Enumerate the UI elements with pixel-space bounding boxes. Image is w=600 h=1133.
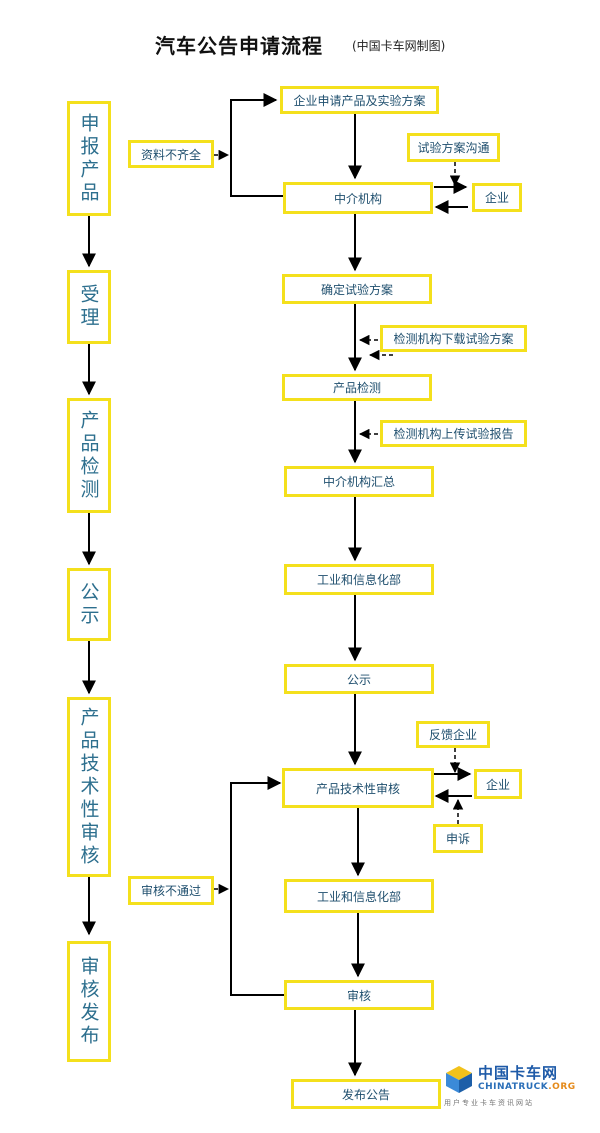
- stage-apply: 申报产品: [67, 101, 111, 216]
- step-miit-2: 工业和信息化部: [284, 879, 434, 913]
- step-enterprise-apply: 企业申请产品及实验方案: [280, 86, 439, 114]
- loop-line-top: [230, 93, 283, 197]
- logo-tagline: 用户专业卡车资讯网站: [444, 1099, 534, 1107]
- step-agency: 中介机构: [283, 182, 433, 214]
- logo-domain-main: CHINATRUCK: [478, 1082, 549, 1092]
- logo-domain: CHINATRUCK.ORG: [478, 1082, 576, 1092]
- stage-publicity: 公示: [67, 568, 111, 641]
- step-miit-1: 工业和信息化部: [284, 564, 434, 595]
- stage-technical-review: 产品技术性审核: [67, 697, 111, 877]
- note-appeal: 申诉: [433, 824, 483, 853]
- stage-label: 审核发布: [77, 955, 100, 1048]
- note-enterprise-1: 企业: [472, 183, 522, 212]
- step-product-test: 产品检测: [282, 374, 432, 401]
- cube-logo-icon: [446, 1066, 472, 1093]
- loop-line-bottom: [230, 776, 285, 996]
- stage-testing: 产品检测: [67, 398, 111, 513]
- step-review: 审核: [284, 980, 434, 1010]
- logo-name: 中国卡车网: [478, 1064, 559, 1082]
- step-announce: 发布公告: [291, 1079, 441, 1109]
- note-download-scheme: 检测机构下载试验方案: [380, 325, 527, 352]
- note-scheme-communication: 试验方案沟通: [407, 133, 500, 162]
- note-enterprise-2: 企业: [474, 769, 522, 799]
- logo-domain-tld: .ORG: [548, 1082, 576, 1092]
- note-upload-report: 检测机构上传试验报告: [380, 420, 527, 447]
- note-review-fail: 审核不通过: [128, 876, 214, 905]
- step-confirm-scheme: 确定试验方案: [282, 274, 432, 304]
- note-feedback-enterprise: 反馈企业: [416, 721, 490, 748]
- stage-accept: 受理: [67, 270, 111, 344]
- chinatruck-logo: 中国卡车网 CHINATRUCK.ORG 用户专业卡车资讯网站: [444, 1062, 584, 1112]
- stage-label: 申报产品: [77, 112, 100, 205]
- step-agency-summary: 中介机构汇总: [284, 466, 434, 497]
- stage-label: 公示: [77, 581, 100, 628]
- diagram-subtitle: (中国卡车网制图): [352, 39, 446, 53]
- stage-label: 产品检测: [77, 409, 100, 502]
- diagram-title: 汽车公告申请流程: [155, 34, 323, 58]
- note-incomplete-docs: 资料不齐全: [128, 140, 214, 168]
- stage-label: 产品技术性审核: [77, 706, 100, 868]
- stage-label: 受理: [77, 284, 100, 330]
- step-technical-review: 产品技术性审核: [282, 768, 434, 808]
- stage-release: 审核发布: [67, 941, 111, 1062]
- step-publicity: 公示: [284, 664, 434, 694]
